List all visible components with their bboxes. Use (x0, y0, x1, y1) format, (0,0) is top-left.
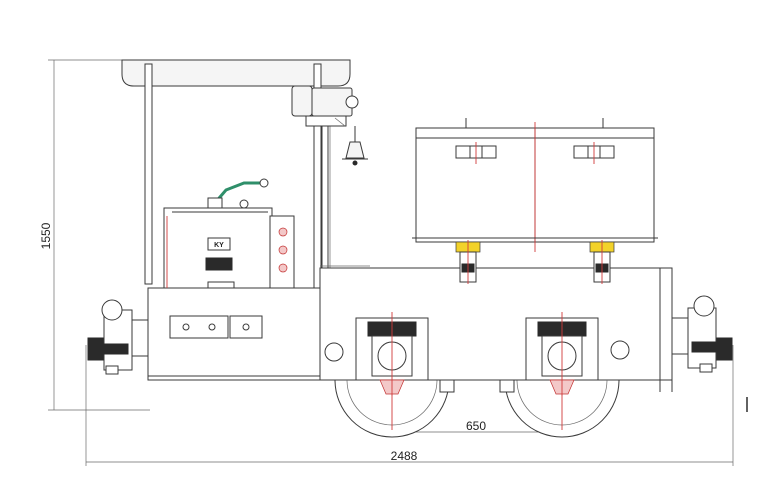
brake-linkage (428, 379, 526, 393)
axle-box-left (355, 312, 429, 396)
control-lever (207, 178, 269, 209)
coupler-left (87, 299, 148, 375)
battery-box (412, 118, 658, 252)
headlamp-assembly (291, 85, 359, 127)
length-dimension-label: 2488 (391, 449, 418, 463)
wheel-right (504, 379, 620, 438)
bell-icon (342, 126, 368, 166)
wheelbase-dimension-label: 650 (466, 419, 486, 433)
battery-support-left (455, 240, 481, 284)
nameplate-mark: KY (214, 242, 224, 249)
length-dimension: 2488 (85, 345, 748, 466)
frame-panel-slots (169, 315, 263, 339)
wheel-left (334, 379, 450, 438)
height-dimension-label: 1550 (39, 222, 53, 249)
height-dimension: 1550 (39, 59, 150, 411)
axle-box-right (525, 312, 599, 396)
coupler-right (672, 295, 733, 373)
controller-box: KY (163, 199, 295, 289)
battery-support-right (589, 240, 615, 284)
